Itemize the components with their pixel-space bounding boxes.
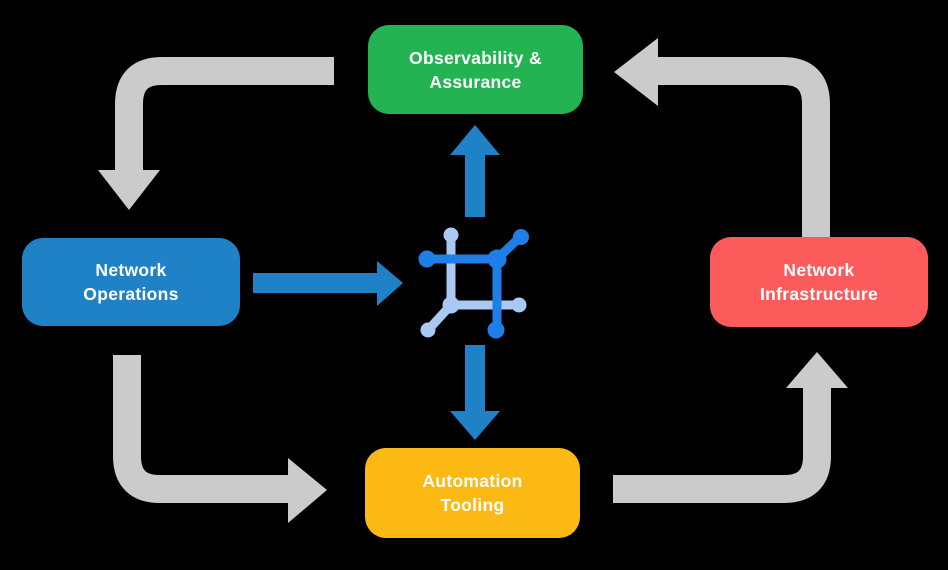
node-observability-assurance: Observability & Assurance: [368, 25, 583, 114]
cycle-arrow-top-right: [614, 38, 830, 237]
node-network-infrastructure: Network Infrastructure: [710, 237, 928, 327]
cycle-arrow-top-left: [98, 57, 334, 210]
node-automation-tooling: Automation Tooling: [365, 448, 580, 538]
node-network-operations-label: Network Operations: [83, 260, 179, 304]
cycle-arrow-bottom-right: [613, 352, 848, 503]
cycle-arrow-bottom-left: [113, 355, 327, 523]
node-observability-assurance-label: Observability & Assurance: [409, 47, 542, 92]
flow-arrow-down: [450, 345, 500, 440]
node-network-operations: Network Operations: [22, 238, 240, 326]
flow-arrow-right: [253, 261, 403, 306]
node-automation-tooling-label: Automation Tooling: [422, 471, 523, 515]
flow-arrow-up: [450, 125, 500, 217]
network-mesh-icon: [418, 227, 529, 339]
node-network-infrastructure-label: Network Infrastructure: [760, 260, 878, 304]
